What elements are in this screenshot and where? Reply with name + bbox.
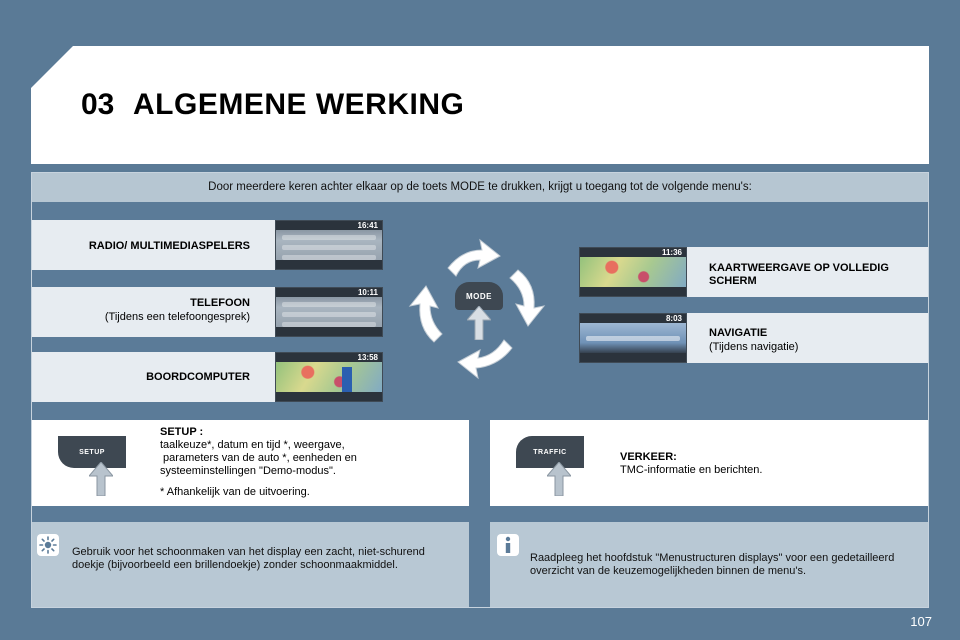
traffic-button[interactable]: TRAFFIC [516,436,584,468]
menu-band-radio [32,220,275,270]
navigation-screen: 8:03 [579,313,687,363]
menu-map-title: KAARTWEERGAVE OP VOLLEDIG SCHERM [709,262,889,287]
setup-press-arrow-icon [89,462,113,496]
radio-screen-time: 16:41 [357,221,378,230]
cleaning-tip-box [32,522,469,607]
chapter-header [31,46,929,164]
setup-line-3: systeeminstellingen "Demo-modus". [160,465,336,477]
intro-strip [32,173,928,202]
menu-computer-title: BOORDCOMPUTER [146,371,250,383]
info-icon [497,534,519,556]
computer-screen-time: 13:58 [357,353,378,362]
menu-phone-subtitle: (Tijdens een telefoongesprek) [104,311,250,323]
menu-band-phone [32,287,275,337]
chapter-number: 03 [81,88,115,121]
tip-sun-icon [37,534,59,556]
computer-screen: 13:58 [275,352,383,402]
info-tip-box [490,522,928,607]
menu-band-navigation [687,313,928,363]
setup-line-2: parameters van de auto *, eenheden en [160,452,357,464]
menu-band-map [687,247,928,297]
setup-title: SETUP : [160,426,204,438]
phone-screen-time: 10:11 [357,288,378,297]
cleaning-tip-text: Gebruik voor het schoonmaken van het dis… [72,546,425,571]
menu-navigation-title: NAVIGATIE [709,327,768,339]
map-screen: 11:36 [579,247,687,297]
menu-radio-title: RADIO/ MULTIMEDIASPELERS [88,240,250,252]
radio-screen: 16:41 [275,220,383,270]
traffic-title: VERKEER: [620,451,677,463]
page-number: 107 [910,614,932,629]
intro-text: Door meerdere keren achter elkaar op de … [208,181,752,193]
menu-band-computer [32,352,275,402]
setup-line-1: taalkeuze*, datum en tijd *, weergave, [160,439,345,451]
setup-button[interactable]: SETUP [58,436,126,468]
page-title: ALGEMENE WERKING [133,88,465,121]
navigation-screen-time: 8:03 [665,314,682,323]
phone-screen: 10:11 [275,287,383,337]
setup-footnote: * Afhankelijk van de uitvoering. [160,486,310,498]
traffic-press-arrow-icon [547,462,571,496]
menu-phone-title: TELEFOON [190,297,250,309]
menu-navigation-subtitle: (Tijdens navigatie) [709,341,799,353]
mode-press-arrow-icon [467,306,491,340]
mode-cycle-arrows-icon [408,238,546,380]
map-screen-time: 11:36 [661,248,682,257]
info-tip-text: Raadpleeg het hoofdstuk "Menustructuren … [530,552,895,577]
traffic-text: TMC-informatie en berichten. [620,464,763,476]
